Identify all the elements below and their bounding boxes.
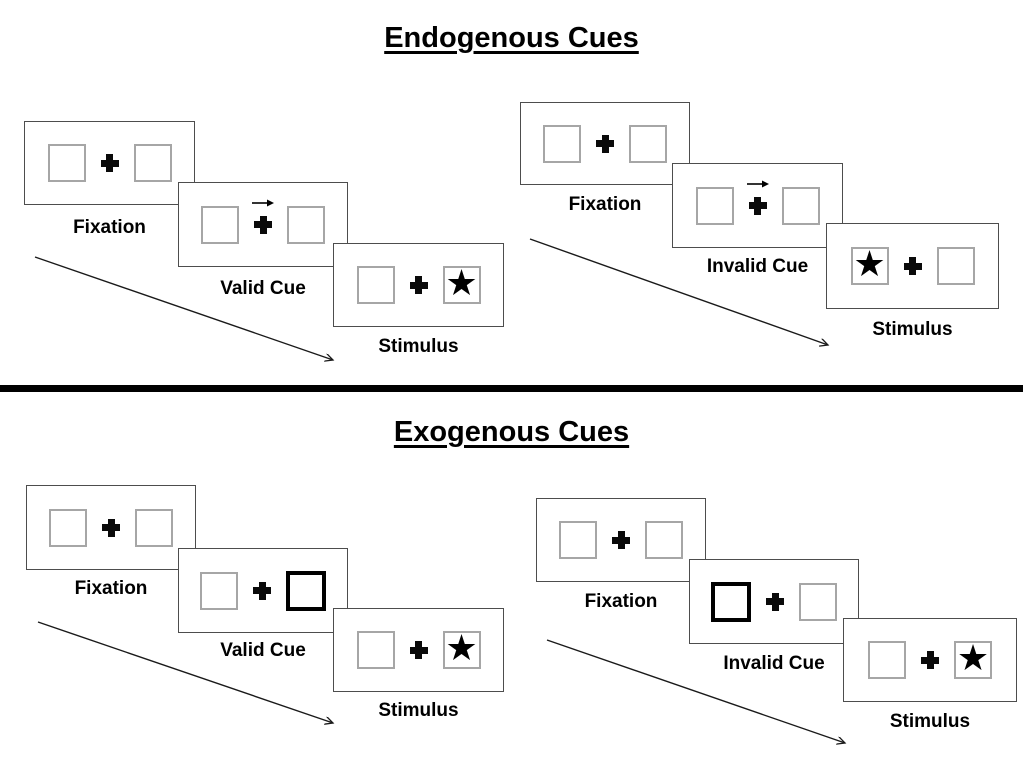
- fixation-cross-icon: [253, 581, 271, 600]
- exogenous-valid-fixation-panel: [26, 485, 196, 570]
- fixation-cross-icon: [596, 134, 614, 153]
- central-cue: [252, 199, 274, 234]
- star-target-icon: ★: [445, 628, 478, 669]
- left-placeholder-box: [543, 124, 581, 163]
- left-highlighted-cue-box: [711, 581, 751, 622]
- left-target-box: ★: [850, 244, 889, 285]
- endogenous-invalid-cue-panel: [672, 163, 843, 248]
- stimulus-label: Stimulus: [378, 336, 459, 357]
- fixation-cross-icon: [903, 257, 922, 275]
- star-target-icon: ★: [956, 638, 990, 679]
- time-arrow-exogenous-valid: [37, 621, 333, 723]
- endogenous-valid-stimulus-panel: ★: [333, 243, 504, 327]
- right-placeholder-box: [936, 247, 975, 285]
- exogenous-section-title: Exogenous Cues: [393, 416, 630, 448]
- endogenous-valid-fixation-panel: [24, 121, 195, 205]
- exogenous-invalid-fixation-panel: [536, 498, 706, 582]
- right-placeholder-box: [781, 186, 820, 225]
- left-placeholder-box: [868, 641, 906, 679]
- right-target-box: ★: [442, 628, 481, 669]
- cue-label: Invalid Cue: [706, 256, 809, 277]
- right-placeholder-box: [645, 521, 683, 559]
- right-placeholder-box: [287, 205, 325, 244]
- endogenous-invalid-fixation-panel: [520, 102, 690, 185]
- cue-label: Valid Cue: [220, 640, 306, 661]
- exogenous-valid-cue-panel: [178, 548, 348, 633]
- exogenous-valid-stimulus-panel: ★: [333, 608, 504, 692]
- right-target-box: ★: [954, 641, 992, 679]
- fixation-label: Fixation: [73, 217, 146, 238]
- time-arrow-endogenous-invalid: [529, 238, 828, 345]
- section-divider: [0, 385, 1023, 392]
- central-cue: [746, 180, 769, 215]
- stimulus-label: Stimulus: [872, 319, 953, 340]
- right-placeholder-box: [629, 124, 667, 163]
- right-highlighted-cue-box: [286, 570, 326, 611]
- cue-label: Valid Cue: [220, 278, 306, 299]
- endogenous-invalid-stimulus-panel: ★: [826, 223, 999, 309]
- exogenous-invalid-stimulus-panel: ★: [843, 618, 1017, 702]
- fixation-cross-icon: [921, 651, 939, 669]
- endogenous-section-title: Endogenous Cues: [384, 22, 639, 54]
- stimulus-label: Stimulus: [378, 700, 459, 721]
- fixation-cross-icon: [254, 215, 272, 234]
- fixation-cross-icon: [409, 276, 428, 294]
- left-placeholder-box: [695, 186, 734, 225]
- time-arrow-endogenous-valid: [34, 256, 333, 360]
- cue-label: Invalid Cue: [723, 653, 825, 674]
- right-arrow-icon: [252, 199, 274, 206]
- fixation-cross-icon: [612, 531, 630, 549]
- left-placeholder-box: [49, 508, 87, 547]
- fixation-label: Fixation: [568, 194, 642, 215]
- left-placeholder-box: [200, 571, 238, 610]
- right-placeholder-box: [135, 508, 173, 547]
- fixation-cross-icon: [409, 641, 428, 659]
- right-target-box: ★: [442, 263, 481, 304]
- left-placeholder-box: [47, 144, 86, 182]
- left-placeholder-box: [559, 521, 597, 559]
- endogenous-valid-cue-panel: [178, 182, 348, 267]
- left-placeholder-box: [201, 205, 239, 244]
- left-placeholder-box: [356, 266, 395, 304]
- stimulus-label: Stimulus: [889, 711, 971, 732]
- star-target-icon: ★: [445, 263, 478, 304]
- fixation-cross-icon: [748, 196, 767, 215]
- fixation-cross-icon: [100, 154, 119, 172]
- fixation-cross-icon: [766, 592, 784, 611]
- right-placeholder-box: [133, 144, 172, 182]
- fixation-label: Fixation: [584, 591, 658, 612]
- right-placeholder-box: [799, 582, 837, 621]
- fixation-label: Fixation: [74, 578, 148, 599]
- right-arrow-icon: [746, 180, 769, 187]
- exogenous-invalid-cue-panel: [689, 559, 859, 644]
- left-placeholder-box: [356, 631, 395, 669]
- star-target-icon: ★: [853, 244, 886, 285]
- fixation-cross-icon: [102, 518, 120, 537]
